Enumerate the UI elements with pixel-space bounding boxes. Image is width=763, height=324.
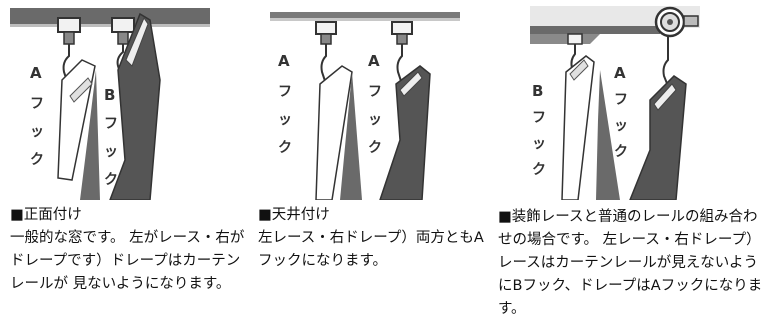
svg-text:ッ: ッ xyxy=(368,112,382,128)
runner-left-icon xyxy=(57,17,81,91)
ceiling-mount-diagram: A フ ッ ク A フ ッ ク xyxy=(270,12,460,200)
svg-text:ク: ク xyxy=(278,140,292,156)
svg-text:ク: ク xyxy=(30,152,44,168)
panel-decorative-combo: B フ ッ ク A フ ッ ク ■装飾レースと普通のレールの組み合わせの場合です… xyxy=(490,0,763,317)
svg-text:ッ: ッ xyxy=(30,124,44,140)
decorative-combo-caption: ■装飾レースと普通のレールの組み合わせの場合です。 左レース・右ドレープ）レース… xyxy=(498,209,763,317)
drape-curtain xyxy=(109,12,161,200)
svg-text:ク: ク xyxy=(532,162,546,178)
hook-label-left: A xyxy=(30,64,42,82)
rail-bar xyxy=(10,8,210,24)
runner-left-icon xyxy=(315,21,337,85)
hook-label-right: A xyxy=(368,52,380,70)
runner-right-icon xyxy=(111,17,135,79)
ceiling-rail xyxy=(270,12,460,18)
svg-text:フ: フ xyxy=(532,110,546,126)
panel-ceiling-mount: A フ ッ ク A フ ッ ク ■天井付け 左レース・右ドレープ）両方ともAフッ… xyxy=(250,0,490,269)
standard-rail xyxy=(530,26,660,34)
hook-label-right: B xyxy=(104,86,115,104)
svg-text:ッ: ッ xyxy=(614,118,628,134)
svg-text:ッ: ッ xyxy=(532,136,546,152)
drape-curtain xyxy=(379,65,431,200)
decorative-combo-diagram: B フ ッ ク A フ ッ ク xyxy=(530,6,700,200)
ceiling-mount-caption: ■天井付け 左レース・右ドレープ）両方ともAフックになります。 xyxy=(258,207,484,269)
hook-label-left: B xyxy=(532,82,543,100)
ring-hook xyxy=(662,36,669,87)
svg-text:フ: フ xyxy=(30,96,44,112)
front-mount-caption: ■正面付け 一般的な窓です。 左がレース・右がドレープです）ドレープはカーテンレ… xyxy=(10,207,245,292)
hook-label-left: A xyxy=(278,52,290,70)
drape-fold-left xyxy=(80,70,100,200)
svg-text:フ: フ xyxy=(104,116,118,132)
lace-curtain xyxy=(315,65,353,200)
lace-curtain xyxy=(561,55,595,200)
svg-text:ク: ク xyxy=(614,144,628,160)
svg-text:フ: フ xyxy=(278,84,292,100)
svg-text:ク: ク xyxy=(104,172,118,188)
svg-text:フ: フ xyxy=(368,84,382,100)
svg-text:フ: フ xyxy=(614,92,628,108)
svg-text:ク: ク xyxy=(368,140,382,156)
front-mount-diagram: A フ ッ ク B フ ッ ク xyxy=(10,8,210,200)
hook-label-right: A xyxy=(614,64,626,82)
svg-text:ッ: ッ xyxy=(104,144,118,160)
panel-front-mount: A フ ッ ク B フ ッ ク ■正面付け 一般的な窓です。 左がレース・右がド… xyxy=(0,0,250,292)
svg-text:ッ: ッ xyxy=(278,112,292,128)
runner-right-icon xyxy=(391,21,413,85)
drape-curtain xyxy=(629,75,687,200)
